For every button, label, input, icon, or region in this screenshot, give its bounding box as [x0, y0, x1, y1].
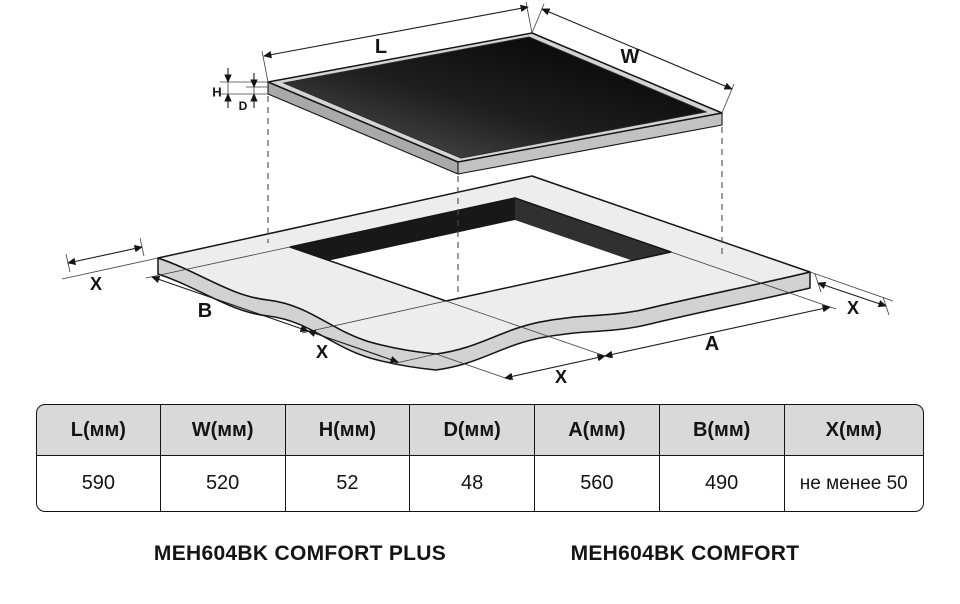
cutout — [289, 197, 672, 302]
table-value-row: 590 520 52 48 560 490 не менее 50 — [36, 456, 924, 512]
table-header-cell: B(мм) — [659, 404, 785, 456]
dim-label-W: W — [621, 46, 640, 68]
table-value-cell: 520 — [160, 456, 286, 512]
projection-lines — [267, 96, 723, 298]
table-header-row: L(мм) W(мм) H(мм) D(мм) A(мм) B(мм) X(мм… — [36, 404, 924, 456]
installation-diagram: L W H D — [61, 1, 894, 387]
cutout-inner-walls — [290, 198, 671, 274]
dimension-B: B — [145, 246, 447, 334]
dimension-X-bottom-left: X — [307, 329, 437, 365]
model-name-comfort-plus: MEH604BK COMFORT PLUS — [153, 542, 447, 565]
table-value-cell: 590 — [36, 456, 161, 512]
dim-label-X-left: X — [90, 274, 102, 294]
table-header-cell: H(мм) — [285, 404, 411, 456]
dim-label-X-bottom-center: X — [555, 367, 567, 387]
dimension-X-right: X — [809, 271, 894, 318]
dim-label-H: H — [212, 85, 221, 100]
dimension-H: H — [212, 68, 268, 108]
dimension-A: A — [604, 251, 837, 359]
dimension-X-bottom-center: X — [435, 300, 612, 387]
table-header-cell: X(мм) — [784, 404, 924, 456]
table-value-cell: 560 — [535, 456, 660, 512]
dimension-D: D — [239, 73, 268, 113]
model-captions: MEH604BK COMFORT PLUS MEH604BK COMFORT — [0, 538, 960, 598]
table-value-cell: 48 — [410, 456, 535, 512]
dim-label-B: B — [198, 300, 212, 322]
dim-label-X-bottom-left: X — [316, 342, 328, 362]
dimensions-table: L(мм) W(мм) H(мм) D(мм) A(мм) B(мм) X(мм… — [36, 404, 924, 512]
table-value-cell: не менее 50 — [784, 456, 924, 512]
table-header-cell: W(мм) — [160, 404, 286, 456]
table-header-cell: A(мм) — [535, 404, 660, 456]
model-name-comfort: MEH604BK COMFORT — [570, 542, 800, 565]
dim-label-X-right: X — [847, 298, 859, 318]
dimension-L: L — [261, 1, 533, 83]
table-header-cell: D(мм) — [410, 404, 535, 456]
dim-label-D: D — [239, 99, 248, 113]
cooktop — [267, 32, 723, 175]
dimension-W: W — [531, 3, 735, 114]
dim-label-L: L — [375, 36, 387, 58]
table-value-cell: 490 — [659, 456, 785, 512]
dimension-X-left: X — [61, 237, 159, 294]
dim-label-A: A — [705, 333, 719, 355]
table-value-cell: 52 — [285, 456, 411, 512]
table-header-cell: L(мм) — [36, 404, 161, 456]
